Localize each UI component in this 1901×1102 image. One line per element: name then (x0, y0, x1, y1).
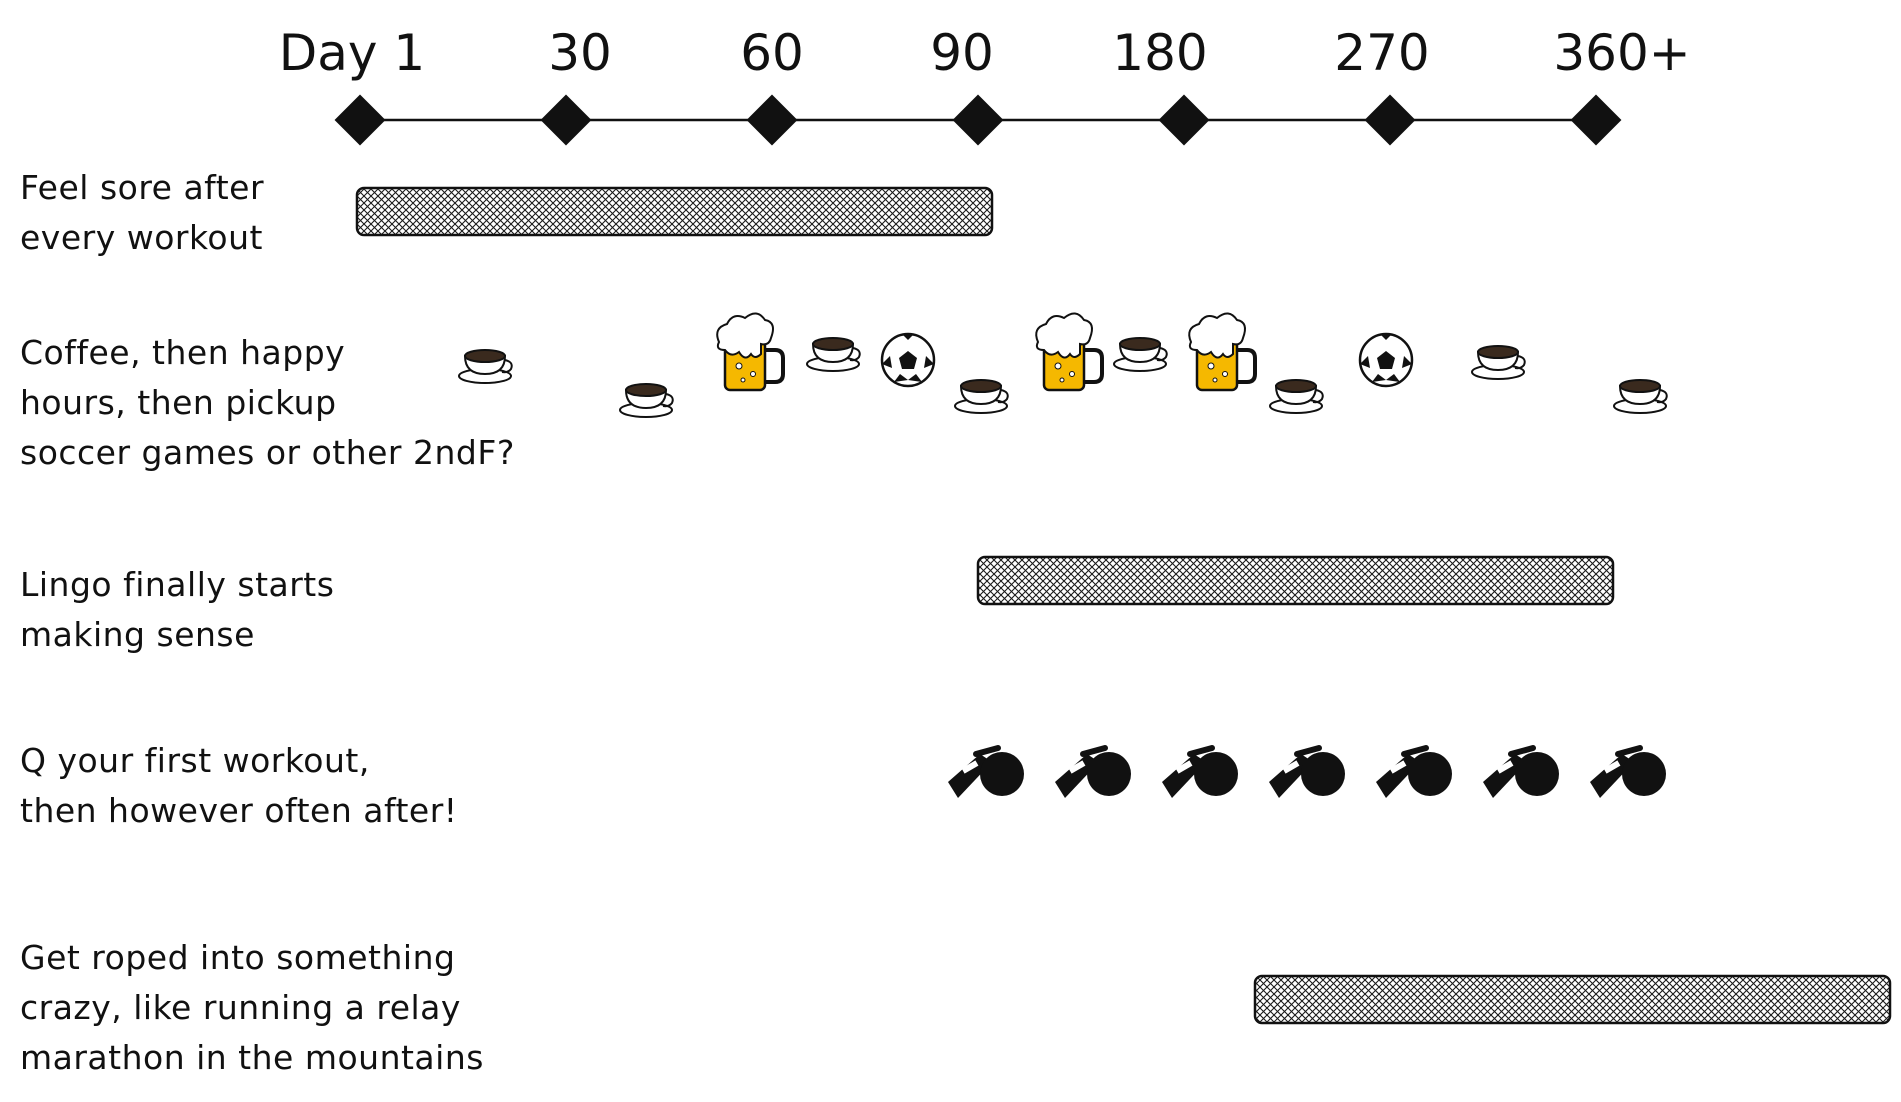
timeline-tick-label: Day 1 (279, 24, 425, 82)
whistle-icon (948, 745, 1024, 798)
lingo-bar-group (976, 555, 1615, 606)
label-line: Get roped into something (20, 938, 456, 977)
lingo-duration-bar (976, 555, 1615, 606)
whistle-icon (1590, 745, 1666, 798)
whistle-icon (1055, 745, 1131, 798)
row-label-q: Q your first workout, then however often… (20, 736, 458, 836)
timeline-diamond-marker (1570, 94, 1622, 146)
soccer-ball-icon (880, 332, 936, 388)
beer-mug-icon (1188, 312, 1257, 392)
timeline-ticks: Day 1 30 60 90 180 270 360+ (279, 24, 1691, 146)
timeline-tick-label: 270 (1334, 24, 1429, 82)
timeline-diamond-marker (952, 94, 1004, 146)
label-line: making sense (20, 615, 255, 654)
beer-mug-icon (716, 312, 785, 392)
label-line: soccer games or other 2ndF? (20, 433, 515, 472)
soccer-ball-icon (1358, 332, 1414, 388)
social-icons-row (458, 312, 1668, 418)
whistle-icon (1162, 745, 1238, 798)
label-line: Feel sore after (20, 168, 265, 207)
whistle-icon (1376, 745, 1452, 798)
label-line: crazy, like running a relay (20, 988, 461, 1027)
timeline-diamond-marker (540, 94, 592, 146)
label-line: every workout (20, 218, 263, 257)
label-line: marathon in the mountains (20, 1038, 484, 1077)
crazy-bar-group (1253, 974, 1892, 1025)
label-line: Coffee, then happy (20, 333, 346, 372)
timeline-tick-label: 180 (1112, 24, 1207, 82)
coffee-cup-icon (1269, 379, 1324, 414)
coffee-cup-icon (1613, 379, 1668, 414)
q-whistles-row (948, 745, 1666, 798)
sore-duration-bar (355, 186, 994, 237)
coffee-cup-icon (1471, 345, 1526, 380)
row-label-lingo: Lingo finally starts making sense (20, 560, 334, 660)
timeline-tick-label: 30 (548, 24, 612, 82)
row-label-crazy: Get roped into something crazy, like run… (20, 933, 484, 1083)
coffee-cup-icon (458, 349, 513, 384)
timeline-diamond-marker (1364, 94, 1416, 146)
beer-mug-icon (1035, 312, 1104, 392)
label-line: Q your first workout, (20, 741, 370, 780)
timeline-tick-label: 360+ (1553, 24, 1690, 82)
timeline-diamond-marker (334, 94, 386, 146)
coffee-cup-icon (806, 337, 861, 372)
label-line: then however often after! (20, 791, 458, 830)
timeline-tick-label: 60 (740, 24, 804, 82)
label-line: hours, then pickup (20, 383, 337, 422)
timeline-axis: Day 1 30 60 90 180 270 360+ (279, 24, 1691, 146)
timeline-tick-label: 90 (930, 24, 994, 82)
whistle-icon (1483, 745, 1559, 798)
coffee-cup-icon (619, 383, 674, 418)
row-label-sore: Feel sore after every workout (20, 163, 264, 263)
sore-bar-group (355, 186, 994, 237)
crazy-duration-bar (1253, 974, 1892, 1025)
coffee-cup-icon (1113, 337, 1168, 372)
label-line: Lingo finally starts (20, 565, 335, 604)
whistle-icon (1269, 745, 1345, 798)
row-label-social: Coffee, then happy hours, then pickup so… (20, 328, 515, 478)
timeline-diamond-marker (1158, 94, 1210, 146)
coffee-cup-icon (954, 379, 1009, 414)
timeline-diamond-marker (746, 94, 798, 146)
